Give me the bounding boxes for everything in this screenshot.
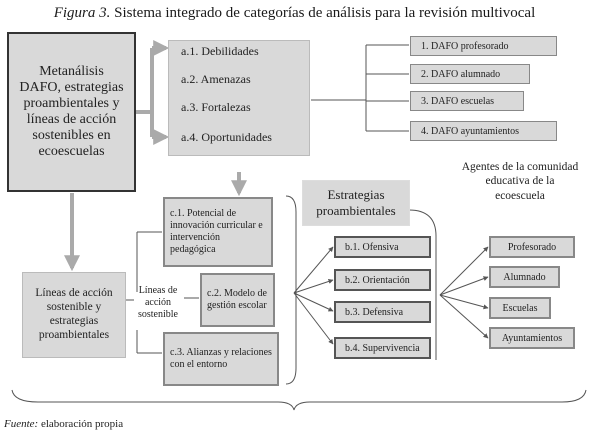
dafo-actor-box: 3. DAFO escuelas xyxy=(410,91,524,111)
c-item-box: c.3. Alianzas y relaciones con el entorn… xyxy=(163,332,279,386)
dafo-actor-box: 4. DAFO ayuntamientos xyxy=(410,121,557,141)
dafo-actor-label: 2. DAFO alumnado xyxy=(421,68,501,80)
dafo-item: a.2. Amenazas xyxy=(181,72,251,86)
c-item-text: c.3. Alianzas y relaciones con el entorn… xyxy=(170,347,272,370)
dafo-actor-label: 1. DAFO profesorado xyxy=(421,40,509,52)
dafo-actor-label: 4. DAFO ayuntamientos xyxy=(421,125,520,137)
source-text: elaboración propia xyxy=(40,418,124,430)
c-to-b-arrows xyxy=(293,246,334,345)
figure-title-text: Sistema integrado de categorías de análi… xyxy=(114,5,536,21)
dafo-to-actors-lines xyxy=(311,44,409,132)
b-item-label: b.3. Defensiva xyxy=(345,306,404,318)
figure-title: Figura 3. Sistema integrado de categoría… xyxy=(0,5,589,22)
b-item-box: b.3. Defensiva xyxy=(334,301,431,323)
dafo-actor-label: 3. DAFO escuelas xyxy=(421,95,495,107)
c-items-brace xyxy=(285,195,297,385)
b-item-box: b.4. Supervivencia xyxy=(334,337,431,359)
strategies-brace xyxy=(408,209,437,360)
main-to-dafo-arrows xyxy=(135,40,170,145)
c-item-box: c.2. Modelo de gestión escolar xyxy=(200,273,275,327)
lines-label: Líneas de acción sostenible xyxy=(130,285,186,321)
lines-box-text: Líneas de acción sostenible y estrategia… xyxy=(35,287,113,341)
strategies-title-text: Estrategias proambientales xyxy=(316,187,396,218)
label-to-c-items xyxy=(136,231,199,354)
main-box-text: Metanálisis DAFO, estrategias proambient… xyxy=(19,63,124,160)
agents-title-text: Agentes de la comunidad educativa de la … xyxy=(461,161,579,202)
dafo-actor-box: 2. DAFO alumnado xyxy=(410,64,530,84)
b-item-label: b.2. Orientación xyxy=(345,274,410,286)
agents-title: Agentes de la comunidad educativa de la … xyxy=(460,160,580,203)
lines-box: Líneas de acción sostenible y estrategia… xyxy=(22,272,126,358)
dafo-item: a.4. Oportunidades xyxy=(181,130,272,144)
figure-label: Figura 3. xyxy=(53,5,111,21)
dafo-block: a.1. Debilidades a.2. Amenazas a.3. Fort… xyxy=(168,40,310,156)
b-item-box: b.1. Ofensiva xyxy=(334,236,431,258)
strategies-title-box: Estrategias proambientales xyxy=(302,180,410,226)
agent-label: Ayuntamientos xyxy=(501,332,563,344)
source-label: Fuente: xyxy=(4,418,39,430)
dafo-item: a.3. Fortalezas xyxy=(181,100,251,114)
b-item-box: b.2. Orientación xyxy=(334,269,431,291)
agent-label: Alumnado xyxy=(503,271,546,283)
agent-box: Ayuntamientos xyxy=(489,327,575,349)
main-box: Metanálisis DAFO, estrategias proambient… xyxy=(7,32,136,192)
dafo-item: a.1. Debilidades xyxy=(181,44,259,58)
agent-box: Escuelas xyxy=(489,297,551,319)
c-item-text: c.2. Modelo de gestión escolar xyxy=(207,288,267,311)
b-item-label: b.4. Supervivencia xyxy=(345,342,420,354)
bottom-brace xyxy=(11,389,587,411)
c-item-box: c.1. Potencial de innovación curricular … xyxy=(163,197,273,267)
agent-box: Profesorado xyxy=(489,236,575,258)
agent-label: Escuelas xyxy=(502,302,538,314)
source-note: Fuente: elaboración propia xyxy=(4,418,123,430)
b-to-agents-arrows xyxy=(439,246,489,339)
c-item-text: c.1. Potencial de innovación curricular … xyxy=(170,208,263,255)
agent-box: Alumnado xyxy=(489,266,560,288)
agent-label: Profesorado xyxy=(507,241,557,253)
b-item-label: b.1. Ofensiva xyxy=(345,241,399,253)
dafo-actor-box: 1. DAFO profesorado xyxy=(410,36,557,56)
lines-label-text: Líneas de acción sostenible xyxy=(138,285,178,320)
